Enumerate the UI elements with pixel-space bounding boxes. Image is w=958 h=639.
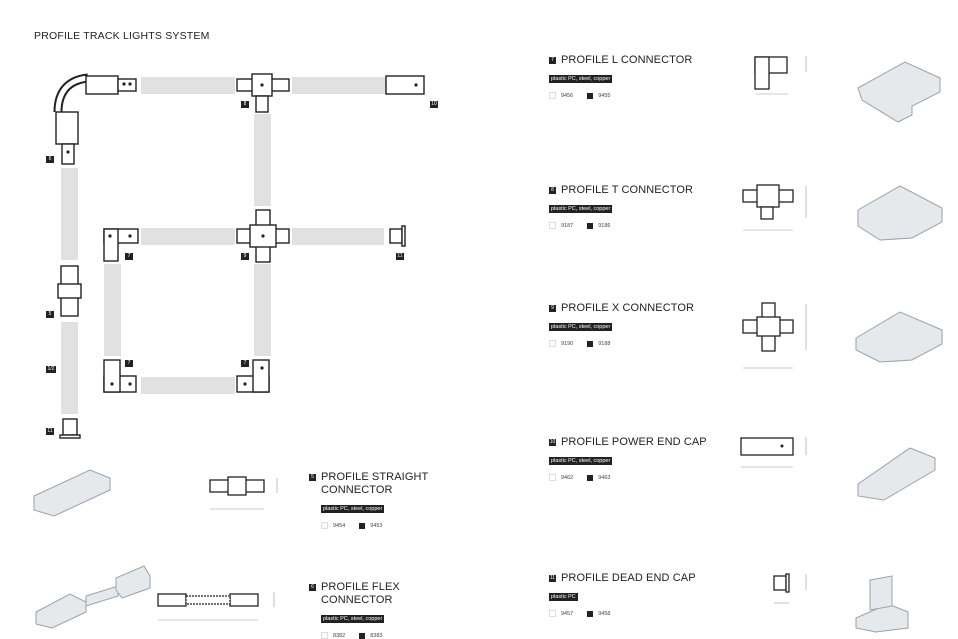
product-t-connector: 8 PROFILE T CONNECTOR plastic PC, steel, … [549,184,693,229]
diagram-badge: 7 [241,360,249,367]
black-swatch [587,222,594,229]
product-codes: 9454 9453 [321,522,449,529]
track-segment [254,114,271,206]
diagram-badge: 5 [46,311,54,318]
black-code: 9458 [598,610,611,617]
product-number: 5 [309,474,316,481]
diagram-badge: 6 [46,156,54,163]
power-end-cap-render [857,447,936,501]
product-material: plastic PC, steel, copper [321,615,385,623]
product-straight-connector: 5 PROFILE STRAIGHT CONNECTOR plastic PC, … [309,471,449,529]
dead-end-cap-render [855,575,909,633]
white-swatch [549,610,556,617]
black-code: 9186 [598,222,611,229]
product-material: plastic PC, steel, copper [549,75,613,83]
product-number: 6 [309,584,316,591]
track-segment [141,228,235,245]
page-title: PROFILE TRACK LIGHTS SYSTEM [34,30,210,42]
product-material: plastic PC [549,593,578,601]
t-connector-render [857,185,943,241]
white-code: 8382 [333,632,346,639]
product-name: PROFILE X CONNECTOR [561,302,695,314]
diagram-badge: 7 [125,360,133,367]
product-power-end-cap: 10 PROFILE POWER END CAP plastic PC, stee… [549,436,707,481]
product-number: 7 [549,57,556,64]
product-flex-connector: 6 PROFILE FLEX CONNECTOR plastic PC, stee… [309,581,449,639]
black-swatch [587,610,594,617]
power-end-cap-drawing-icon [740,437,794,456]
black-code: 9455 [598,92,611,99]
white-code: 9187 [561,222,574,229]
product-l-connector: 7 PROFILE L CONNECTOR plastic PC, steel, … [549,54,692,99]
product-codes: 9187 9186 [549,222,693,229]
x-connector-render [855,311,943,363]
diagram-badge: 7 [125,253,133,260]
product-number: 9 [549,305,556,312]
product-name: PROFILE L CONNECTOR [561,54,693,66]
white-swatch [321,522,328,529]
product-number: 11 [549,575,556,582]
track-segment [292,77,386,94]
black-swatch [359,632,366,639]
product-codes: 9456 9455 [549,92,692,99]
black-swatch [359,522,366,529]
product-codes: 9457 9458 [549,610,696,617]
product-name: PROFILE STRAIGHT CONNECTOR [321,471,429,496]
x-connector-drawing-icon [742,302,794,352]
product-name: PROFILE POWER END CAP [561,436,707,448]
t-connector-drawing-icon [742,184,794,220]
track-segment [61,168,78,260]
product-x-connector: 9 PROFILE X CONNECTOR plastic PC, steel, … [549,302,694,347]
product-material: plastic PC, steel, copper [321,505,385,513]
white-swatch [549,340,556,347]
white-swatch [549,222,556,229]
product-material: plastic PC, steel, copper [549,457,613,465]
product-name: PROFILE T CONNECTOR [561,184,694,196]
straight-connector-render [33,469,111,517]
white-code: 9190 [561,340,574,347]
track-segment [141,77,235,94]
track-segment [104,264,121,356]
product-codes: 9462 9463 [549,474,707,481]
white-code: 9462 [561,474,574,481]
white-swatch [549,92,556,99]
diagram-badge: 11 [396,253,404,260]
black-swatch [587,92,594,99]
white-code: 9454 [333,522,346,529]
product-material: plastic PC, steel, copper [549,323,613,331]
white-swatch [549,474,556,481]
product-material: plastic PC, steel, copper [549,205,613,213]
diagram-badge: 11 [46,428,54,435]
l-connector-render [857,61,941,123]
product-name: PROFILE FLEX CONNECTOR [321,581,400,606]
black-code: 9453 [370,522,383,529]
product-codes: 9190 9188 [549,340,694,347]
black-code: 9463 [598,474,611,481]
track-segment [141,377,235,394]
white-code: 9456 [561,92,574,99]
black-code: 8383 [370,632,383,639]
product-number: 10 [549,439,556,446]
black-swatch [587,474,594,481]
product-name: PROFILE DEAD END CAP [561,572,696,584]
dead-end-cap-drawing-icon [773,573,790,593]
track-segment [254,264,271,356]
diagram-badge: 8 [241,101,249,108]
product-number: 8 [549,187,556,194]
straight-connector-drawing-icon [209,476,265,496]
white-code: 9457 [561,610,574,617]
l-connector-drawing-icon [754,56,788,90]
diagram-badge: 9 [241,253,249,260]
black-code: 9188 [598,340,611,347]
diagram-badge: 1/2 [46,366,56,373]
diagram-badge: 10 [430,101,438,108]
black-swatch [587,340,594,347]
track-segment [292,228,384,245]
flex-connector-drawing-icon [157,593,259,607]
flex-connector-render [35,565,151,629]
track-segment [61,322,78,414]
